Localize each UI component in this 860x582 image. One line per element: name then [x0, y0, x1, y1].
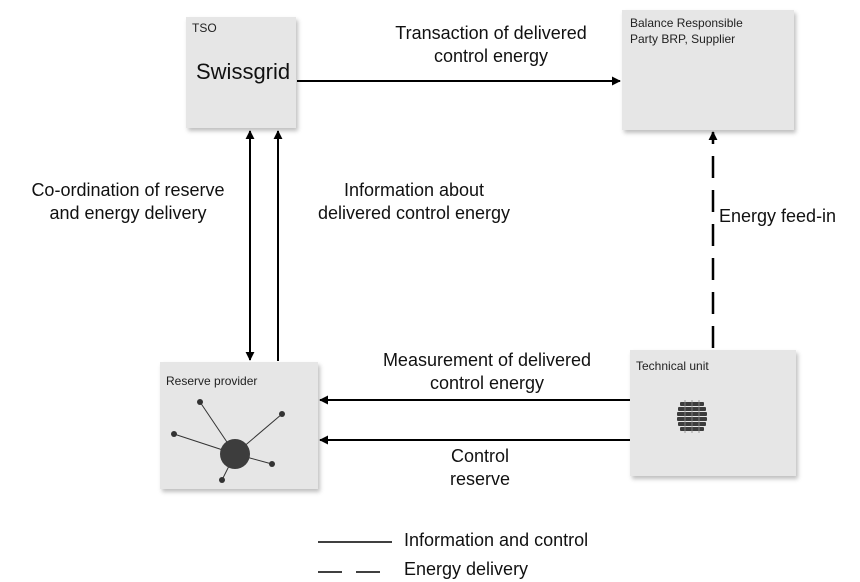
control-reserve-label-line1: Control [450, 446, 510, 466]
technical-unit-label: Technical unit [636, 359, 709, 373]
information-label-line1: Information about [343, 180, 485, 200]
measurement-label: Measurement of delivered control energy [356, 349, 618, 395]
technical-unit-node: Technical unit [630, 350, 796, 476]
coordination-label-line1: Co-ordination of reserve [31, 180, 225, 200]
reserve-provider-node: Reserve provider [160, 362, 318, 489]
measurement-label-line1: Measurement of delivered [382, 350, 592, 370]
information-label: Information about delivered control ener… [284, 179, 544, 225]
measurement-label-line2: control energy [429, 373, 545, 393]
generator-icon [677, 400, 707, 433]
transaction-label-line1: Transaction of delivered [395, 23, 587, 43]
coordination-label: Co-ordination of reserve and energy deli… [2, 179, 254, 225]
information-label-line2: delivered control energy [317, 203, 511, 223]
energy-feedin-label: Energy feed-in [719, 206, 837, 226]
control-reserve-label: Control reserve [420, 445, 540, 491]
brp-node: Balance Responsible Party BRP, Supplier [622, 10, 794, 130]
transaction-label: Transaction of delivered control energy [367, 22, 615, 68]
brp-label-line1: Balance Responsible [630, 16, 743, 30]
reserve-provider-label: Reserve provider [166, 374, 258, 388]
tso-tag: TSO [192, 21, 217, 35]
brp-label-line2: Party BRP, Supplier [630, 32, 736, 46]
network-hub-icon [171, 399, 285, 483]
control-reserve-label-line2: reserve [449, 469, 511, 489]
tso-name: Swissgrid [196, 59, 291, 84]
tso-node: TSO Swissgrid [186, 17, 296, 128]
legend-energy-label: Energy delivery [404, 559, 529, 579]
legend-info-label: Information and control [404, 530, 589, 550]
coordination-label-line2: and energy delivery [49, 203, 207, 223]
transaction-label-line2: control energy [433, 46, 549, 66]
